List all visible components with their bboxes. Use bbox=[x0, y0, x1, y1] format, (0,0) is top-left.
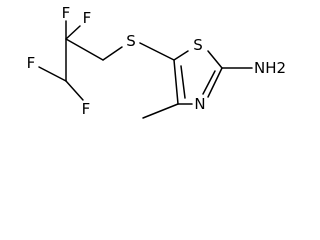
bond-chf2-f-bottom bbox=[65, 80, 84, 101]
fluorine-label-4: F bbox=[82, 100, 91, 118]
bond-sring-c2 bbox=[207, 50, 223, 69]
bond-c2-ch2 bbox=[65, 38, 104, 61]
bond-c5-sring bbox=[173, 50, 189, 61]
bonds bbox=[38, 20, 253, 119]
amine-label: NH2 bbox=[254, 59, 286, 77]
bond-c2-n-1 bbox=[207, 67, 223, 98]
thioether-sulfur-label: S bbox=[126, 32, 136, 50]
bond-chf2-f-left bbox=[38, 66, 67, 82]
fluorine-label-1: F bbox=[62, 4, 71, 22]
fluorine-label-2: F bbox=[83, 9, 92, 27]
thiazole-sulfur-label: S bbox=[193, 36, 203, 54]
bond-c2-n-2 bbox=[202, 70, 216, 95]
bond-c4-c5-1 bbox=[173, 59, 179, 105]
bond-ch2-s bbox=[102, 46, 123, 61]
molecule-structure-diagram: F F F F S S N NH2 bbox=[27, 4, 286, 119]
thiazole-nitrogen-label: N bbox=[194, 95, 205, 113]
bond-c2-f-right bbox=[65, 25, 81, 40]
atom-labels: F F F F S S N NH2 bbox=[27, 4, 286, 118]
bond-s-c5 bbox=[139, 42, 175, 61]
bond-c4-c5-2 bbox=[180, 65, 186, 99]
fluorine-label-3: F bbox=[27, 54, 36, 72]
bond-c4-methyl bbox=[142, 103, 179, 119]
